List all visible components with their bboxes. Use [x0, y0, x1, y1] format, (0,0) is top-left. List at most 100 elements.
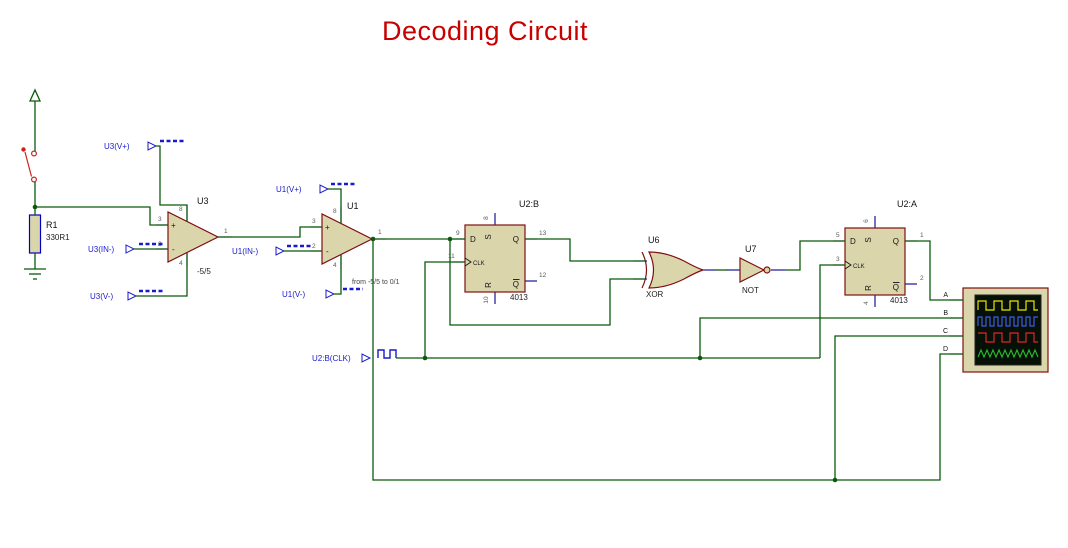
terminal-flag-icon[interactable]: [325, 289, 336, 299]
opamp-u3[interactable]: + - 3 2 1 8 4 U3 -5/5: [156, 196, 232, 276]
resistor-body[interactable]: [28, 214, 42, 254]
wire[interactable]: [372, 239, 963, 481]
u2b-ref-label: U2:B: [519, 199, 539, 209]
u2a-value-label: 4013: [890, 296, 908, 305]
junction-dot: [370, 236, 376, 242]
pin-number: 9: [456, 230, 460, 237]
terminal-u1-inminus[interactable]: U1(IN-): [232, 244, 313, 256]
resistor-ref-label: R1: [46, 220, 58, 230]
pin-number: 1: [224, 228, 228, 235]
clock-chevron-icon: [464, 257, 472, 267]
junction-dot: [32, 204, 38, 210]
pin-number: 11: [448, 253, 455, 260]
switch-actuator-dot[interactable]: [21, 147, 26, 152]
junction-dot: [422, 355, 428, 361]
wire[interactable]: [699, 317, 963, 358]
pin-number: 8: [179, 206, 183, 213]
wire[interactable]: [218, 226, 322, 238]
wire[interactable]: [525, 238, 645, 262]
clock-generator-icon[interactable]: [377, 349, 397, 359]
scope-wave-c: [978, 332, 1038, 343]
pin-number: 12: [539, 272, 547, 279]
terminal-u3-inminus[interactable]: U3(IN-): [88, 242, 165, 254]
wire[interactable]: [424, 261, 465, 358]
u2a-label-q: Q: [893, 237, 899, 246]
terminal-label: U3(V-): [90, 292, 113, 301]
scope-wave-d: [977, 348, 1039, 359]
u2b-body[interactable]: [464, 224, 526, 293]
u7-value-label: NOT: [742, 286, 759, 295]
pin-number: 8: [483, 216, 490, 220]
pin-number: 3: [312, 218, 316, 225]
wire[interactable]: [819, 264, 845, 358]
terminal-flag-icon[interactable]: [147, 141, 158, 151]
resistor-r1[interactable]: R1 330R1: [28, 214, 71, 254]
flipflop-u2a[interactable]: D CLK Q Q S R 5 3 1 2 6 4 U2:A 4013: [833, 199, 924, 307]
u3-body[interactable]: [167, 211, 220, 263]
terminal-flag-icon[interactable]: [275, 246, 286, 256]
switch-lever[interactable]: [24, 151, 33, 177]
terminal-u1-vplus[interactable]: U1(V+): [276, 182, 357, 194]
not-gate-u7[interactable]: U7 NOT: [726, 244, 785, 295]
u3-value-label: -5/5: [197, 267, 211, 276]
terminal-flag-icon[interactable]: [319, 184, 330, 194]
resistor-value-label: 330R1: [46, 233, 70, 242]
u1-body[interactable]: [321, 213, 374, 265]
u7-body[interactable]: [739, 257, 766, 283]
wire[interactable]: [905, 240, 963, 301]
wire[interactable]: [449, 239, 645, 326]
terminal-flag-icon[interactable]: [361, 353, 372, 363]
pin-number: 3: [158, 216, 162, 223]
pin-number: 1: [920, 232, 924, 239]
terminal-flag-icon[interactable]: [125, 244, 136, 254]
pin-number: 4: [863, 301, 870, 305]
terminal-u3-vplus[interactable]: U3(V+): [104, 139, 186, 151]
u2a-body[interactable]: [844, 227, 906, 296]
xor-input-arc: [641, 251, 648, 289]
u6-body[interactable]: [648, 251, 705, 289]
power-arrow-icon: [28, 88, 42, 102]
junction-dot: [447, 236, 453, 242]
opamp-u1[interactable]: + - 3 2 1 8 4 U1 from -5/5 to 0/1: [310, 201, 400, 286]
xor-gate-u6[interactable]: U6 XOR: [633, 235, 716, 299]
wire[interactable]: [35, 206, 168, 226]
inverter-bubble-icon: [763, 266, 771, 274]
u1-note-label: from -5/5 to 0/1: [352, 279, 400, 286]
u2b-label-qbar: Q: [513, 280, 519, 289]
u2b-label-s: S: [484, 234, 493, 239]
oscilloscope[interactable]: A B C D: [943, 287, 1049, 373]
scope-channel-label: C: [943, 328, 948, 335]
clock-chevron-icon: [844, 260, 852, 270]
u2a-label-d: D: [850, 237, 856, 246]
terminal-flag-icon[interactable]: [127, 291, 138, 301]
u3-plus-sign: +: [171, 221, 176, 230]
terminal-u3-vminus[interactable]: U3(V-): [90, 289, 165, 301]
wire[interactable]: [834, 335, 963, 480]
terminal-label: U1(V+): [276, 185, 302, 194]
u7-ref-label: U7: [745, 244, 757, 254]
u1-plus-sign: +: [325, 223, 330, 232]
u6-ref-label: U6: [648, 235, 660, 245]
terminal-u2b-clk[interactable]: U2:B(CLK): [312, 349, 397, 363]
switch[interactable]: [21, 147, 38, 183]
flipflop-u2b[interactable]: D CLK Q Q S R 9 11 13 12 8 10 U2:B 4013: [448, 199, 547, 304]
terminal-u1-vminus[interactable]: U1(V-): [282, 287, 363, 299]
wire[interactable]: [328, 188, 342, 223]
pin-number: 3: [836, 256, 840, 263]
pin-number: 2: [312, 243, 316, 250]
wire[interactable]: [156, 145, 188, 221]
switch-contact-top: [31, 150, 38, 157]
junction-dot: [832, 477, 838, 483]
u2a-label-s: S: [864, 237, 873, 242]
wire-net[interactable]: [34, 101, 963, 481]
scope-wave-a: [977, 300, 1038, 311]
wire[interactable]: [785, 240, 845, 271]
u2b-label-q: Q: [513, 235, 519, 244]
wire[interactable]: [334, 255, 342, 295]
wire[interactable]: [136, 253, 188, 297]
ground-symbol[interactable]: [24, 268, 46, 280]
power-arrow[interactable]: [28, 88, 42, 102]
terminal-label: U2:B(CLK): [312, 354, 351, 363]
